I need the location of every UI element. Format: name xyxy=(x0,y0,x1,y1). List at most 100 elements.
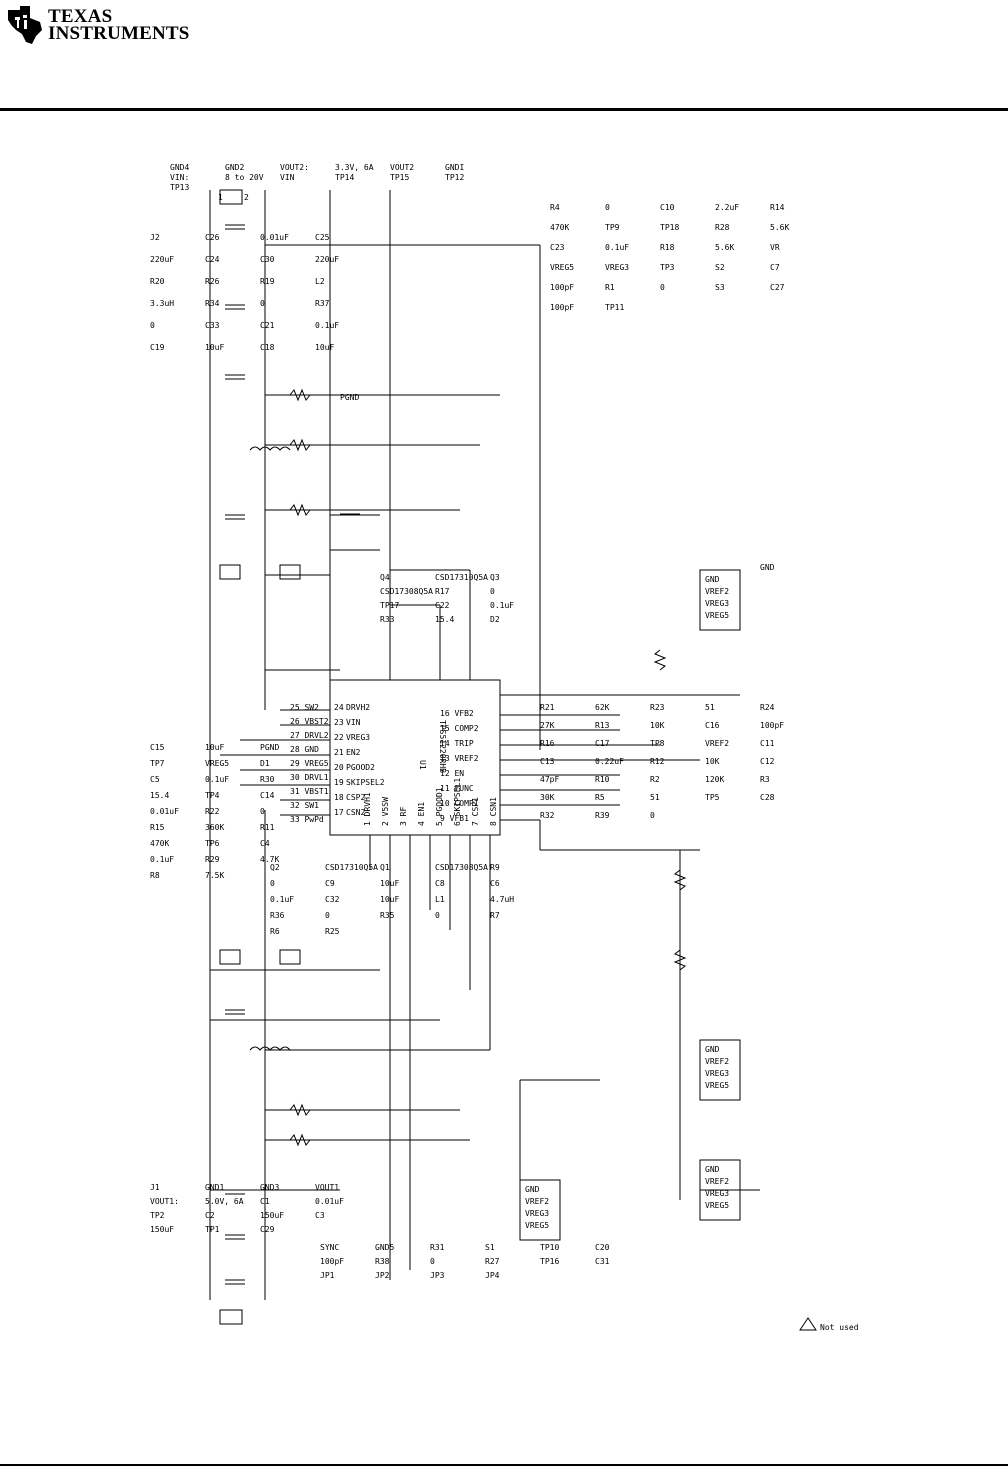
fets1-label-12: 10uF xyxy=(380,895,399,904)
mid-label-16: VREG3 xyxy=(605,263,629,272)
left-label-8: R30 xyxy=(260,775,275,784)
jp4-pin-label-2: VREG3 xyxy=(705,599,729,608)
feedback-label-7: 10K xyxy=(650,721,665,730)
output2-label-6: C30 xyxy=(260,255,275,264)
fets2-label-9: R33 xyxy=(380,615,395,624)
connector-pin-1: 1 xyxy=(218,193,223,202)
mid-label-15: VREG5 xyxy=(550,263,574,272)
ic-pin-func: 11 FUNC xyxy=(440,784,474,793)
feedback-label-32: 0 xyxy=(650,811,655,820)
fets1-label-10: 0.1uF xyxy=(270,895,294,904)
feedback-label-14: C11 xyxy=(760,739,775,748)
output2-label-1: C26 xyxy=(205,233,220,242)
schematic-wires xyxy=(209,189,760,1325)
left-label-9: 15.4 xyxy=(150,791,169,800)
left-label-20: C4 xyxy=(260,839,270,848)
ic-pin-drvh2: DRVH2 xyxy=(346,703,370,712)
ic-pin-pwpd: 33 PwPd xyxy=(290,815,324,824)
ic-body xyxy=(329,679,501,836)
ic-pin-sw1: 32 SW1 xyxy=(290,801,319,810)
fets1-label-20: R6 xyxy=(270,927,280,936)
ic-pin-vreg5: 29 VREG5 xyxy=(290,759,329,768)
feedback-label-15: C13 xyxy=(540,757,555,766)
fets1-label-17: R35 xyxy=(380,911,395,920)
ic-pin-num-17: 17 xyxy=(334,808,344,817)
bottom-label-8: 0 xyxy=(430,1257,435,1266)
output2-label-4: 220uF xyxy=(150,255,174,264)
fets1-label-14: 4.7uH xyxy=(490,895,514,904)
fets2-label-7: C22 xyxy=(435,601,450,610)
ic-pin-drvl1: 30 DRVL1 xyxy=(290,773,329,782)
top-label-4: VOUT2 xyxy=(390,163,414,172)
output1-label-3: VOUT1 xyxy=(315,1183,339,1192)
mid-label-3: 2.2uF xyxy=(715,203,739,212)
jp1-pin-label-1: VREF2 xyxy=(525,1197,549,1206)
output1-label-7: 0.01uF xyxy=(315,1197,344,1206)
fets1-label-11: C32 xyxy=(325,895,340,904)
bottom-label-0: SYNC xyxy=(320,1243,339,1252)
mid-label-24: C27 xyxy=(770,283,785,292)
fets1-label-8: C8 xyxy=(435,879,445,888)
top-label-6: VIN: xyxy=(170,173,189,182)
left-label-18: 470K xyxy=(150,839,169,848)
bottom-label-1: GND5 xyxy=(375,1243,394,1252)
feedback-label-23: 120K xyxy=(705,775,724,784)
ic-pin-en: 12 EN xyxy=(440,769,464,778)
left-label-3: TP7 xyxy=(150,759,165,768)
left-label-13: R22 xyxy=(205,807,220,816)
fets1-label-15: R36 xyxy=(270,911,285,920)
output1-label-5: 5.0V, 6A xyxy=(205,1197,244,1206)
brand-line-2: INSTRUMENTS xyxy=(48,23,190,44)
mid-label-23: S3 xyxy=(715,283,725,292)
bottom-label-6: 100pF xyxy=(320,1257,344,1266)
gnd-net-label: GND xyxy=(760,563,775,572)
ic-pin-vref2: 13 VREF2 xyxy=(440,754,479,763)
ic-pin-pgood1: 5 PGOOD1 xyxy=(435,787,444,826)
ic-pin-vreg3: VREG3 xyxy=(346,733,370,742)
jp2-block xyxy=(699,1159,741,1221)
brand-line-1: TEXAS xyxy=(48,6,113,27)
output2-label-2: 0.01uF xyxy=(260,233,289,242)
jp2-pin-label-0: GND xyxy=(705,1165,720,1174)
output2-label-8: R20 xyxy=(150,277,165,286)
fets2-label-4: R17 xyxy=(435,587,450,596)
feedback-label-9: 100pF xyxy=(760,721,784,730)
feedback-label-0: R21 xyxy=(540,703,555,712)
output1-label-11: C3 xyxy=(315,1211,325,1220)
mid-label-17: TP3 xyxy=(660,263,675,272)
top-label-0: GND4 xyxy=(170,163,189,172)
ic-pin-skipsel2: SKIPSEL2 xyxy=(346,778,385,787)
mid-label-7: TP18 xyxy=(660,223,679,232)
mid-label-5: 470K xyxy=(550,223,569,232)
mid-label-14: VR xyxy=(770,243,780,252)
ic-pin-vfb2: 16 VFB2 xyxy=(440,709,474,718)
feedback-label-27: 51 xyxy=(650,793,660,802)
fets1-label-1: CSD17310Q5A xyxy=(325,863,378,872)
left-label-6: C5 xyxy=(150,775,160,784)
ic-pin-en2: EN2 xyxy=(346,748,361,757)
left-label-17: R11 xyxy=(260,823,275,832)
ic-pin-csn1: 8 CSN1 xyxy=(489,797,498,826)
output2-label-16: 0 xyxy=(150,321,155,330)
ic-part: TPS51220RHB xyxy=(438,720,447,773)
bottom-label-9: R27 xyxy=(485,1257,500,1266)
top-label-1: GND2 xyxy=(225,163,244,172)
feedback-label-17: R12 xyxy=(650,757,665,766)
brand-wordmark: TEXAS INSTRUMENTS xyxy=(48,6,190,44)
feedback-label-20: 47pF xyxy=(540,775,559,784)
jp2-pin-label-1: VREF2 xyxy=(705,1177,729,1186)
feedback-label-29: C28 xyxy=(760,793,775,802)
top-label-11: TP12 xyxy=(445,173,464,182)
fets1-label-0: Q2 xyxy=(270,863,280,872)
mid-label-12: R18 xyxy=(660,243,675,252)
bottom-label-5: C20 xyxy=(595,1243,610,1252)
bottom-label-15: JP4 xyxy=(485,1271,500,1280)
feedback-label-3: 51 xyxy=(705,703,715,712)
output2-label-22: C18 xyxy=(260,343,275,352)
ic-pin-num-23: 23 xyxy=(334,718,344,727)
output1-label-14: C29 xyxy=(260,1225,275,1234)
left-label-7: 0.1uF xyxy=(205,775,229,784)
output1-label-2: GND3 xyxy=(260,1183,279,1192)
